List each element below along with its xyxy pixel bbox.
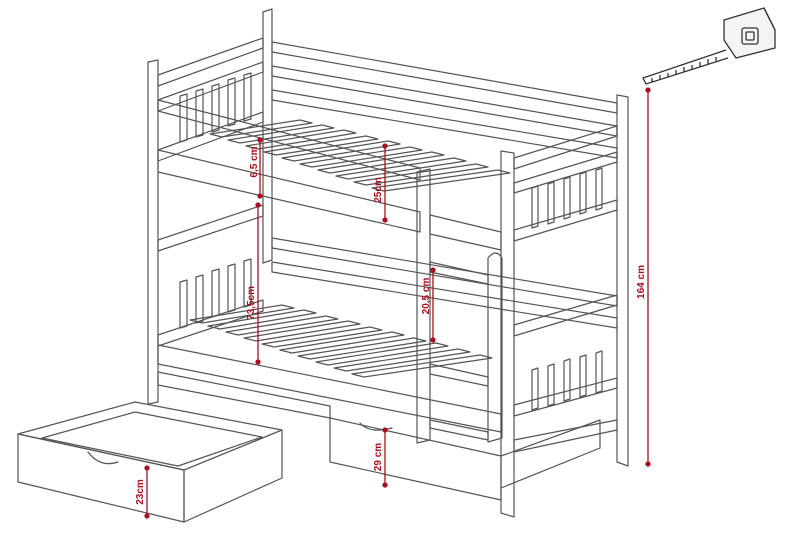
dimension-lines	[144, 87, 651, 519]
upper-front-guard-rail	[157, 99, 421, 181]
front-right-post	[500, 150, 515, 518]
upper-front-beam	[157, 149, 502, 251]
left-drawer	[17, 401, 283, 523]
dimension-top-guard-height-label: 25cm	[373, 177, 384, 203]
right-drawer	[329, 417, 601, 501]
upper-right-end-panel	[513, 125, 618, 242]
dimension-bunk-clearance-label: 73,5cm	[246, 286, 257, 320]
lower-front-beam	[157, 344, 502, 433]
lower-right-end-panel	[513, 294, 618, 417]
tape-measure-icon	[642, 7, 776, 85]
back-left-post	[262, 8, 273, 264]
lower-slats	[189, 304, 493, 378]
back-right-post	[616, 94, 629, 467]
dimension-drawer-height-label: 23cm	[135, 479, 146, 505]
upper-back-rails	[271, 41, 618, 159]
dimension-drawer-clearance-label: 29 cm	[373, 443, 384, 471]
upper-slats	[209, 119, 511, 192]
dimension-guard-gap-label: 6,5 cm	[249, 146, 260, 177]
dimension-total-height-label: 164 cm	[636, 265, 647, 299]
front-left-post	[147, 59, 159, 405]
dimension-ladder-step-label: 20,5 cm	[421, 278, 432, 315]
upper-left-end-panel	[157, 37, 264, 162]
lower-back-rails	[271, 237, 618, 329]
